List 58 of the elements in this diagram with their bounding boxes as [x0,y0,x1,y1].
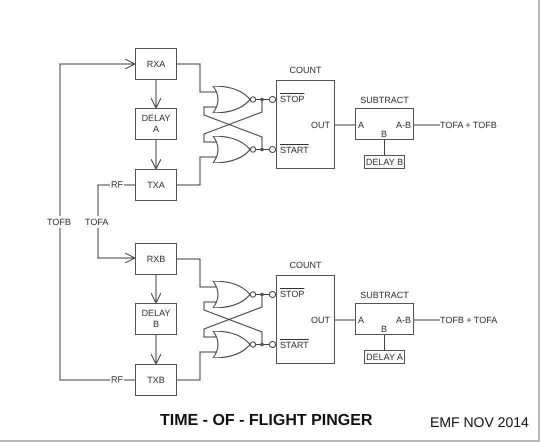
block-label: TXB [147,374,165,386]
block-label: RXB [146,254,166,264]
diagram-title: TIME - OF - FLIGHT PINGER [160,411,372,431]
output-label: OUT [311,315,330,326]
arrow [98,228,136,264]
output-label: A-B [396,120,411,131]
signal-label: TOFA + TOFB [440,119,497,131]
block-label: TXA [147,180,165,190]
edge-label: RF [110,374,124,386]
connector-line [204,294,262,338]
connector-line [334,124,356,126]
block [135,303,177,335]
signal-label: TOFB [47,216,71,228]
input-label: B [381,129,388,140]
signal-label: TOFA [85,216,108,228]
edge-label: RF [110,180,124,190]
connector-line [176,64,208,92]
block-title: SUBTRACT [359,94,410,106]
output-label: A-B [396,315,411,326]
author-date-note: EMF NOV 2014 [430,413,529,431]
connector-line [176,352,208,380]
connector-line [384,140,385,156]
block-label: DELAY A [366,352,403,362]
output-label: OUT [311,120,330,131]
connector-line [204,99,262,142]
block-title: COUNT [288,259,322,271]
signal-label: TOFB + TOFA [440,314,498,326]
connector-line [176,156,208,186]
arrow [150,274,162,304]
arrow [60,58,136,216]
input-label: A [358,120,364,131]
connector-line [204,106,262,150]
input-label: A [358,315,364,326]
arrow [150,334,162,364]
connector-line [60,228,136,380]
block-label: DELAY B [140,308,172,330]
block-label: DELAY B [366,156,404,168]
block [135,48,177,80]
connector-line [204,302,262,345]
input-label: START [280,340,309,351]
block-label: DELAY A [140,113,172,135]
block [135,169,177,201]
arrow [150,80,162,108]
input-label: START [280,145,309,156]
block [135,108,177,140]
block-label: RXA [146,58,166,70]
connector-line [384,334,385,350]
block-title: COUNT [288,64,322,76]
connector-line [414,124,440,126]
connector-line [176,258,208,288]
block [135,364,177,396]
connector-line [98,184,136,216]
input-label: STOP [280,289,304,300]
input-label: B [381,324,388,335]
input-label: STOP [280,94,304,105]
block [135,243,177,275]
block-title: SUBTRACT [359,289,410,301]
arrow [150,140,162,170]
